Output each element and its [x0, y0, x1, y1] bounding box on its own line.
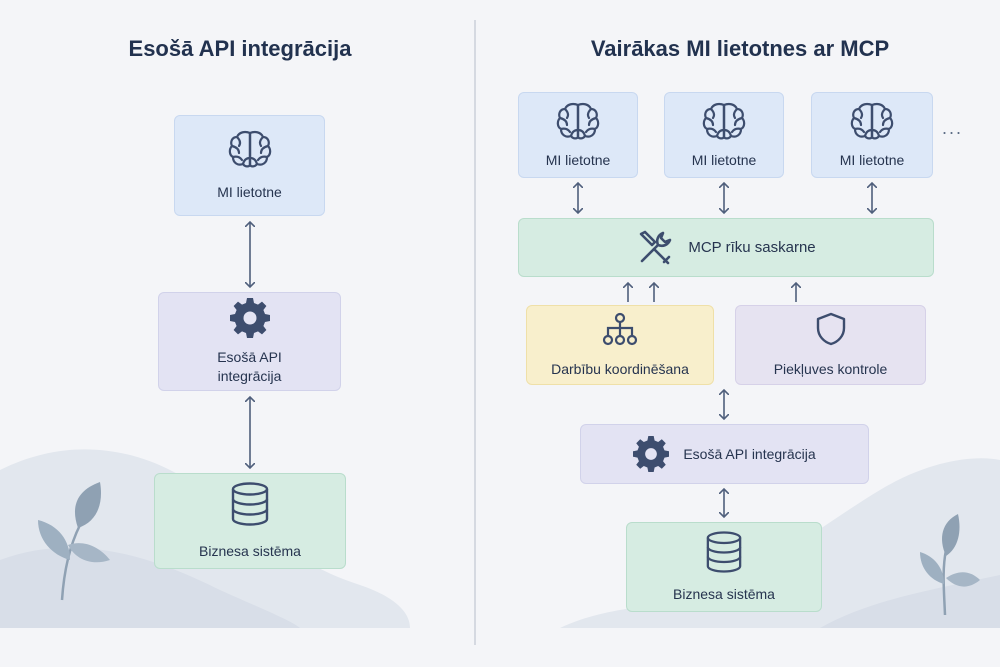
mcp-interface-label: MCP rīku saskarne [688, 238, 816, 256]
brain-icon [702, 102, 746, 140]
left-section-title: Esošā API integrācija [128, 36, 352, 61]
database-icon [706, 531, 742, 573]
right-api-label: Esošā API integrācija [683, 445, 816, 462]
right-business-box: Biznesa sistēma [626, 522, 822, 612]
right-ai-app-label-2: MI lietotne [691, 151, 757, 168]
brain-icon [556, 102, 600, 140]
left-business-label: Biznesa sistēma [199, 542, 301, 559]
left-business-box: Biznesa sistēma [154, 473, 346, 569]
left-api-label-line2: integrācija [217, 367, 282, 384]
left-ai-app-box: MI lietotne [174, 115, 325, 216]
shield-icon [816, 312, 845, 346]
gear-icon [633, 436, 670, 472]
gear-icon [229, 298, 270, 339]
right-ai-app-box-3: MI lietotne [811, 92, 933, 178]
right-business-label: Biznesa sistēma [673, 585, 775, 602]
brain-icon [228, 131, 271, 168]
right-ai-app-box-2: MI lietotne [664, 92, 784, 178]
right-ai-app-label-1: MI lietotne [545, 151, 611, 168]
left-hill-front [0, 547, 300, 628]
left-ai-app-label: MI lietotne [217, 184, 282, 201]
hierarchy-icon [602, 312, 638, 346]
more-apps-indicator: ... [942, 118, 964, 138]
right-hill-back [560, 458, 1000, 628]
right-plant-icon [920, 514, 980, 616]
brain-icon [850, 102, 894, 140]
database-icon [231, 482, 269, 526]
tools-icon [640, 230, 672, 264]
left-api-label-line1: Esošā API [217, 349, 282, 366]
right-section-title: Vairākas MI lietotnes ar MCP [590, 36, 890, 61]
left-plant-icon [38, 482, 110, 601]
orchestration-label: Darbību koordinēšana [551, 360, 689, 377]
access-control-box: Piekļuves kontrole [735, 305, 926, 385]
right-ai-app-label-3: MI lietotne [839, 151, 905, 168]
access-control-label: Piekļuves kontrole [773, 360, 888, 377]
right-ai-app-box-1: MI lietotne [518, 92, 638, 178]
left-api-box: Esošā API integrācija [158, 292, 341, 391]
right-hill-front [820, 575, 1000, 628]
right-api-box: Esošā API integrācija [580, 424, 869, 484]
orchestration-box: Darbību koordinēšana [526, 305, 714, 385]
mcp-interface-box: MCP rīku saskarne [518, 218, 934, 277]
section-divider [474, 20, 476, 645]
